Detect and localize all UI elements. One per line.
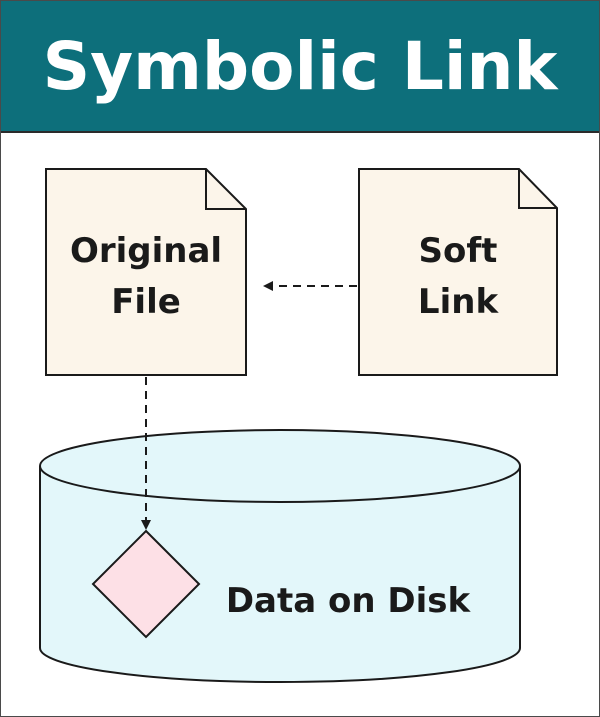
soft-link-shape [358,168,558,376]
soft-link-corner-fold [518,169,557,209]
soft-link-label-line1: Soft [419,231,498,271]
original-file-label-line1: Original [70,231,222,271]
title-bar: Symbolic Link [1,1,599,133]
soft-link-label-line2: Link [418,282,500,322]
soft-link-node: Soft Link [358,168,558,376]
original-file-corner-fold [205,169,246,210]
disk-label: Data on Disk [226,581,472,621]
original-file-shape [45,168,247,376]
disk-top [39,429,521,503]
diagram-title: Symbolic Link [42,27,558,105]
disk-body [39,466,521,683]
data-diamond [91,529,201,639]
original-file-label-line2: File [111,282,181,322]
disk-cylinder [39,429,521,683]
original-file-node: Original File [45,168,247,376]
